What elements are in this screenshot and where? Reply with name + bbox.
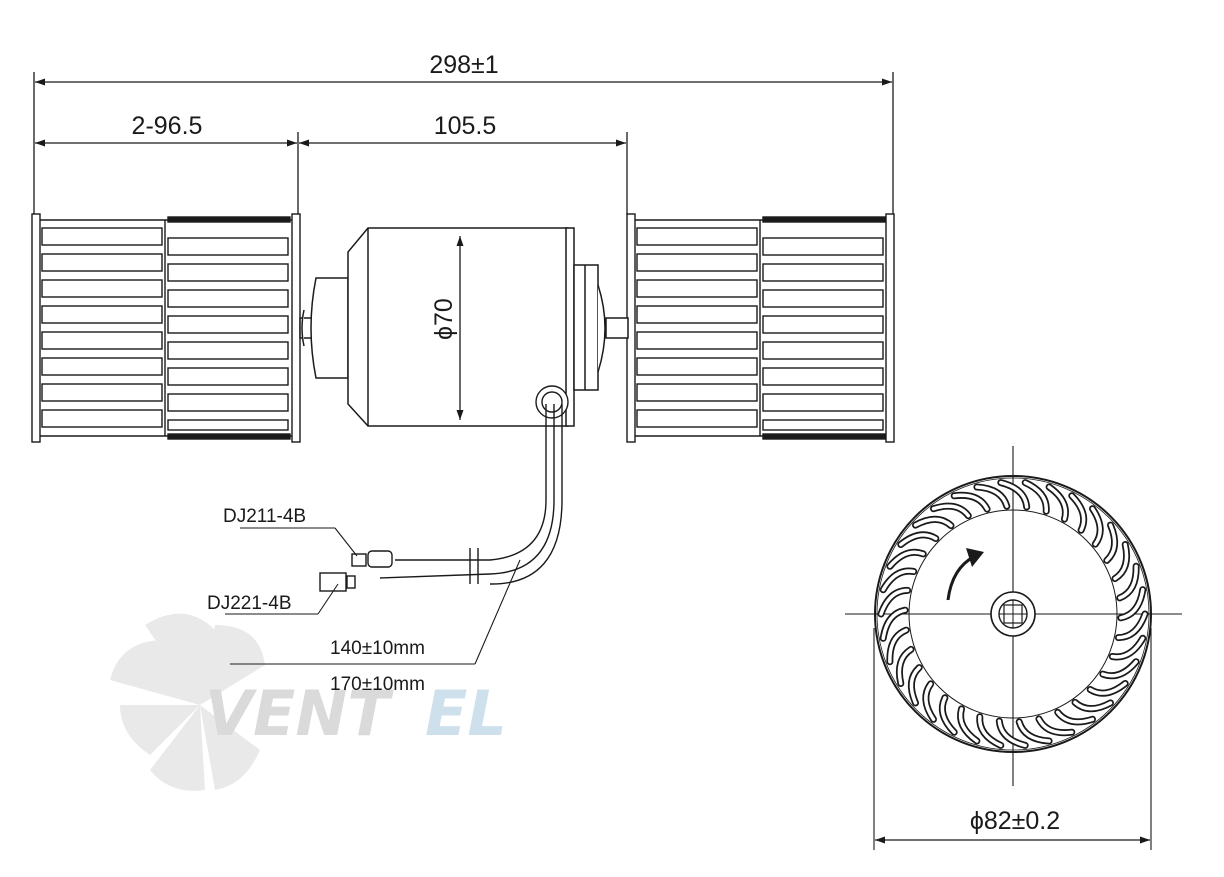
watermark-fan-icon	[110, 613, 265, 791]
dimension-lines	[33, 72, 894, 215]
wheel-blade	[1047, 485, 1068, 521]
wheel-blade	[931, 504, 971, 518]
cable-grommet	[535, 385, 569, 419]
wheel-width-label: 2-96.5	[132, 112, 203, 140]
watermark-text-el: EL	[425, 677, 507, 750]
watermark-text-vent: VENT	[205, 677, 394, 750]
motor-span-label: 105.5	[434, 112, 497, 140]
connector-dj221	[319, 572, 347, 592]
wheel-blades	[877, 479, 1149, 749]
cable-length-short: 140±10mm	[330, 638, 425, 659]
left-blower-wheel	[31, 213, 301, 443]
motor-body	[299, 227, 629, 427]
wheel-blade	[881, 608, 907, 641]
wheel-blade	[958, 707, 979, 743]
wheel-blade	[881, 569, 916, 592]
wheel-blade	[978, 715, 1003, 748]
wheel-blade	[952, 493, 989, 511]
wheel-blade	[1110, 636, 1145, 659]
wheel-blade	[879, 588, 910, 616]
overall-length-label: 298±1	[429, 51, 498, 79]
wheel-blade	[1113, 542, 1129, 581]
wheel-side-view	[845, 446, 1182, 850]
watermark: VENT EL	[110, 613, 507, 791]
wheel-blade	[1119, 587, 1145, 620]
wheel-blade	[1101, 659, 1138, 678]
wheel-blade	[913, 517, 953, 528]
connector-a-label: DJ211-4B	[223, 506, 306, 527]
connector-b-label: DJ221-4B	[207, 593, 292, 614]
cable-length-long: 170±10mm	[330, 674, 425, 695]
wheel-blade	[924, 682, 936, 722]
motor-diameter-label: ϕ70	[430, 298, 458, 340]
wheel-blade	[899, 533, 938, 547]
wheel-blade	[1105, 523, 1117, 563]
cable-assembly	[225, 385, 569, 665]
wheel-diameter-label: ϕ82±0.2	[970, 807, 1060, 835]
wheel-blade	[1070, 494, 1086, 532]
wheel-blade	[997, 719, 1027, 748]
connector-dj211	[351, 553, 367, 567]
wheel-blade	[1023, 480, 1048, 513]
wheel-blade	[888, 550, 925, 569]
wheel-blade	[909, 665, 921, 705]
wheel-blade	[1037, 717, 1074, 735]
wheel-blade	[1090, 506, 1102, 546]
wheel-blade	[975, 485, 1009, 508]
wheel-blade	[1055, 710, 1095, 724]
wheel-blade	[1088, 681, 1127, 695]
wheel-blade	[1116, 612, 1147, 640]
wheel-blade	[897, 647, 913, 686]
wheel-blade	[1073, 700, 1113, 711]
wheel-blade	[888, 628, 908, 664]
wheel-blade	[940, 696, 956, 734]
wheel-blade	[999, 480, 1029, 509]
right-blower-wheel	[626, 213, 895, 443]
wheel-blade	[1118, 564, 1138, 600]
wheel-blade	[1017, 720, 1051, 743]
